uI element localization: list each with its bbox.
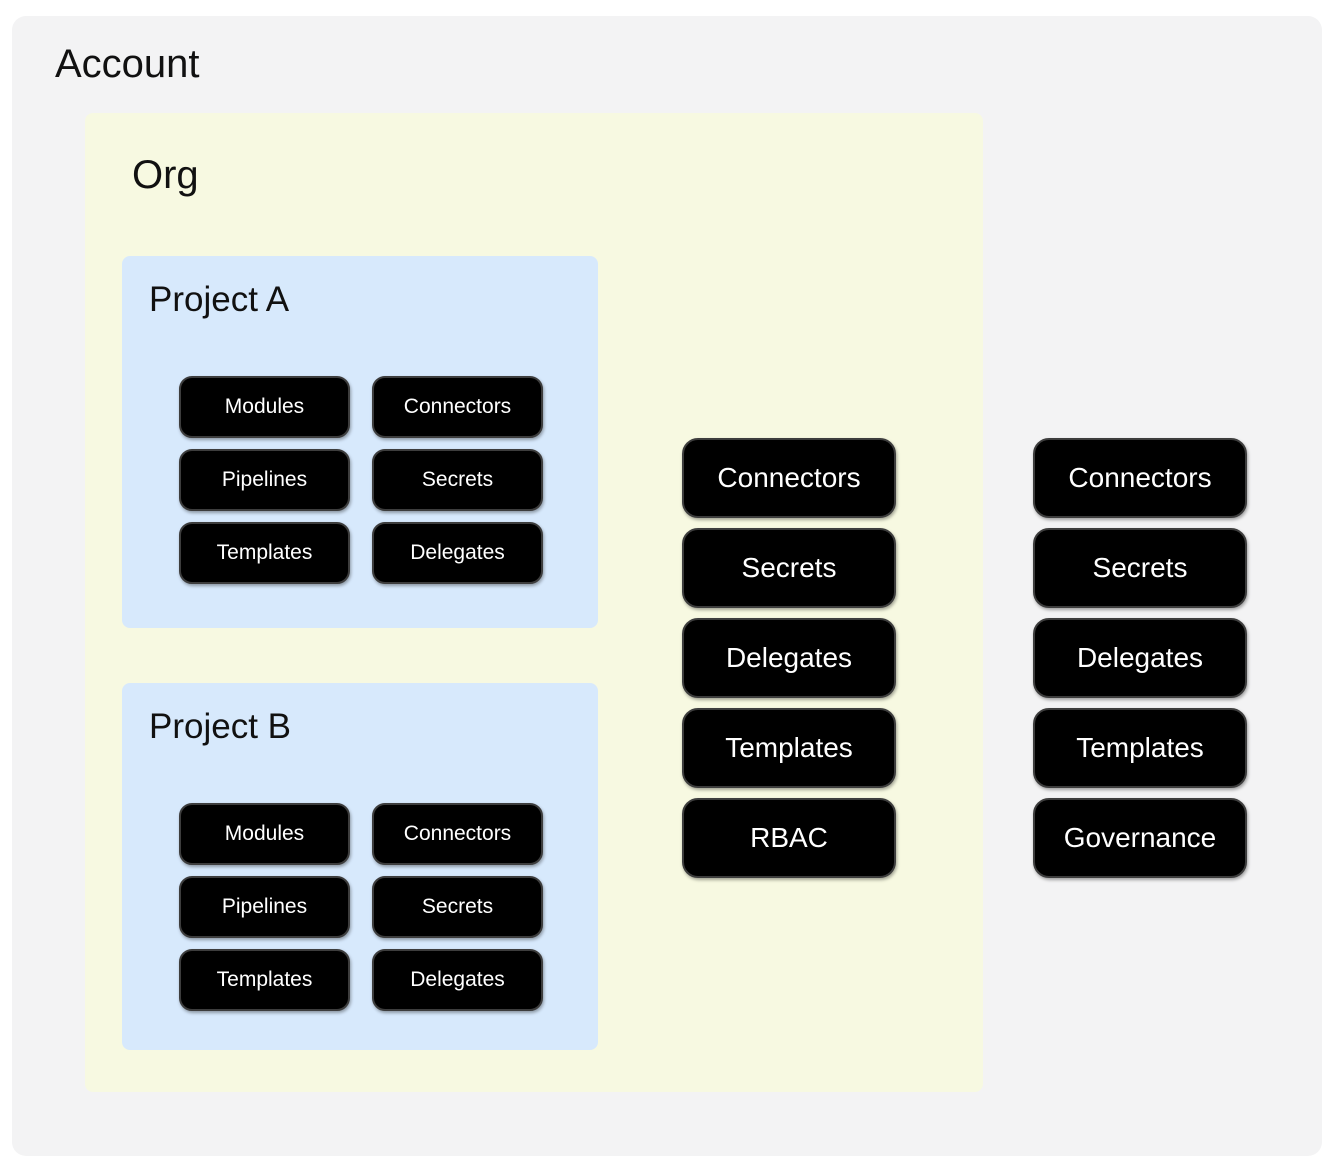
account-chip-secrets: Secrets	[1033, 528, 1247, 608]
project-b-chip-pipelines: Pipelines	[179, 876, 350, 938]
project-b-chip-connectors: Connectors	[372, 803, 543, 865]
project-b-chip-delegates: Delegates	[372, 949, 543, 1011]
org-chip-delegates: Delegates	[682, 618, 896, 698]
account-chip-connectors: Connectors	[1033, 438, 1247, 518]
project-b-chip-secrets: Secrets	[372, 876, 543, 938]
account-chip-delegates: Delegates	[1033, 618, 1247, 698]
project-a-chip-templates: Templates	[179, 522, 350, 584]
org-title: Org	[132, 153, 199, 197]
org-chip-rbac: RBAC	[682, 798, 896, 878]
org-resources: Connectors Secrets Delegates Templates R…	[682, 438, 896, 878]
project-b-chip-modules: Modules	[179, 803, 350, 865]
project-b-title: Project B	[149, 707, 291, 746]
account-scope-box: Account Org Project A Modules Connectors…	[12, 16, 1322, 1156]
project-b-box: Project B Modules Connectors Pipelines S…	[122, 683, 598, 1050]
account-chip-templates: Templates	[1033, 708, 1247, 788]
project-a-chip-delegates: Delegates	[372, 522, 543, 584]
org-chip-connectors: Connectors	[682, 438, 896, 518]
org-chip-secrets: Secrets	[682, 528, 896, 608]
project-a-chip-pipelines: Pipelines	[179, 449, 350, 511]
org-chip-templates: Templates	[682, 708, 896, 788]
project-b-chip-templates: Templates	[179, 949, 350, 1011]
project-a-chip-secrets: Secrets	[372, 449, 543, 511]
project-a-chip-modules: Modules	[179, 376, 350, 438]
project-a-chip-connectors: Connectors	[372, 376, 543, 438]
project-a-resources: Modules Connectors Pipelines Secrets Tem…	[179, 376, 543, 584]
account-chip-governance: Governance	[1033, 798, 1247, 878]
org-scope-box: Org Project A Modules Connectors Pipelin…	[85, 113, 983, 1092]
project-a-title: Project A	[149, 280, 290, 319]
project-b-resources: Modules Connectors Pipelines Secrets Tem…	[179, 803, 543, 1011]
account-resources: Connectors Secrets Delegates Templates G…	[1033, 438, 1247, 878]
project-a-box: Project A Modules Connectors Pipelines S…	[122, 256, 598, 628]
account-title: Account	[55, 42, 200, 86]
